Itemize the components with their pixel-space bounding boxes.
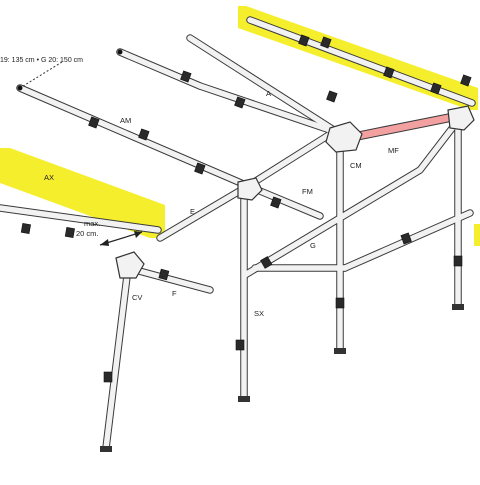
note-top-measurement: 19: 135 cm • G 20: 150 cm	[0, 57, 83, 64]
clamp	[20, 223, 31, 234]
pipe-layer	[0, 16, 476, 452]
label-mf: MF	[388, 146, 399, 155]
clamp	[235, 339, 245, 351]
clamp	[400, 232, 412, 245]
clamp	[320, 36, 332, 49]
ridge-pipe-fill	[354, 112, 462, 140]
label-e: E	[190, 207, 195, 216]
clamp	[194, 162, 206, 175]
label-ax: AX	[44, 173, 54, 182]
clamp	[260, 256, 273, 269]
foot	[238, 396, 250, 402]
foot	[334, 348, 346, 354]
clamp	[234, 96, 246, 109]
clamp	[430, 82, 442, 95]
label-fm: FM	[302, 187, 313, 196]
label-max-line1: max.	[84, 219, 100, 228]
label-sx: SX	[254, 309, 264, 318]
connector-layer	[115, 105, 475, 279]
label-a: A	[266, 89, 271, 98]
highlight-right-edge	[474, 224, 480, 246]
label-cm: CM	[350, 161, 362, 170]
label-f: F	[172, 289, 177, 298]
clamp	[180, 70, 192, 83]
label-max-line2: 20 cm.	[76, 229, 99, 238]
pin-dot	[117, 49, 123, 55]
clamp	[270, 196, 282, 209]
clamp	[64, 227, 75, 238]
label-am: AM	[120, 116, 131, 125]
connector-corner-left	[115, 251, 145, 279]
clamp	[453, 255, 463, 267]
clamp-layer	[20, 34, 472, 383]
clamp	[326, 90, 338, 103]
highlight-left-ax	[0, 148, 165, 238]
label-g: G	[310, 241, 316, 250]
clamp	[138, 128, 150, 141]
clamp	[158, 268, 170, 281]
label-cv: CV	[132, 293, 142, 302]
foot	[100, 446, 112, 452]
clamp	[298, 34, 310, 47]
clamp	[383, 66, 395, 79]
clamp	[103, 371, 113, 383]
clamp	[460, 74, 472, 87]
pin-dot	[17, 85, 23, 91]
connector-cm	[325, 121, 363, 153]
feet-layer	[100, 304, 464, 452]
connector-front	[237, 177, 263, 201]
foot	[452, 304, 464, 310]
max-distance-arrow	[99, 231, 143, 246]
clamp	[88, 116, 100, 129]
dashed-guide	[19, 61, 63, 89]
connector-right	[447, 105, 475, 131]
clamp	[335, 297, 345, 309]
